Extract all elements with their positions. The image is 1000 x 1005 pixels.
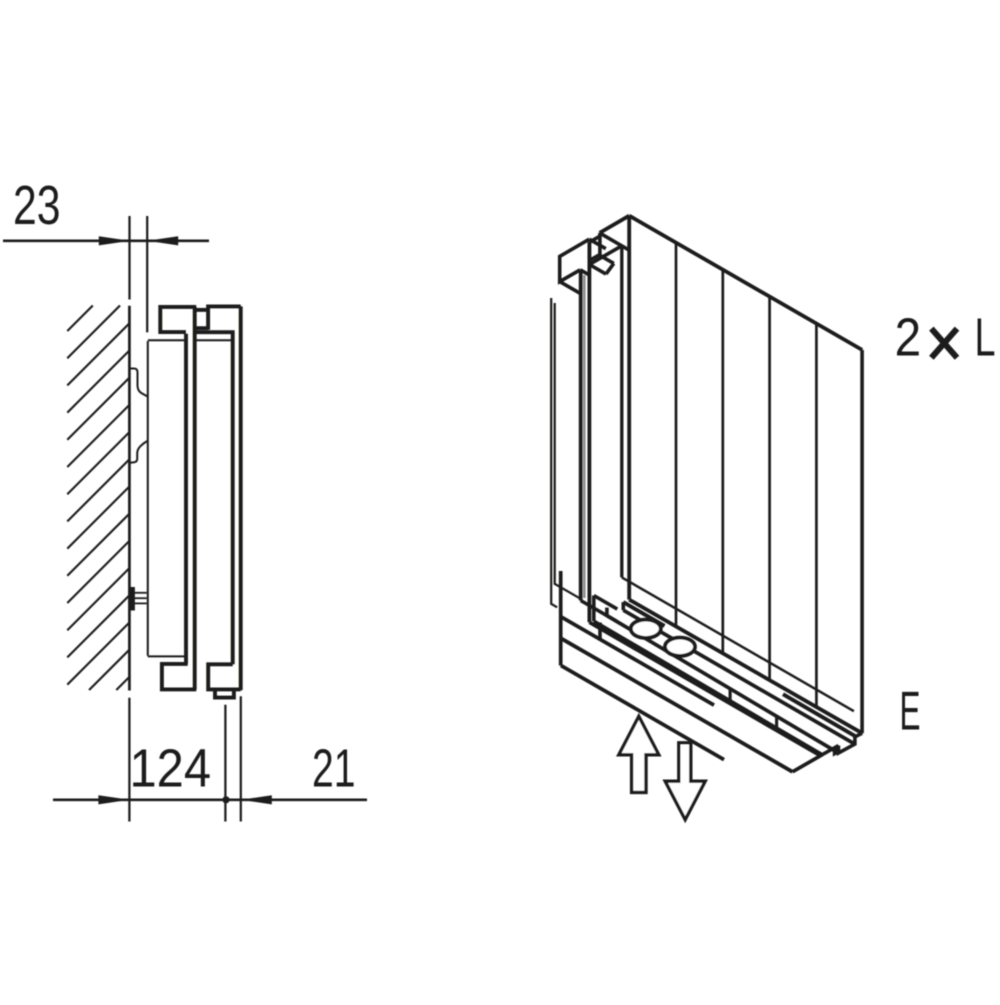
svg-text:124: 124 <box>130 739 212 799</box>
svg-text:L: L <box>975 309 996 368</box>
svg-text:E: E <box>900 680 921 742</box>
svg-text:2: 2 <box>895 309 922 368</box>
svg-text:21: 21 <box>312 739 356 799</box>
svg-text:23: 23 <box>13 174 61 236</box>
